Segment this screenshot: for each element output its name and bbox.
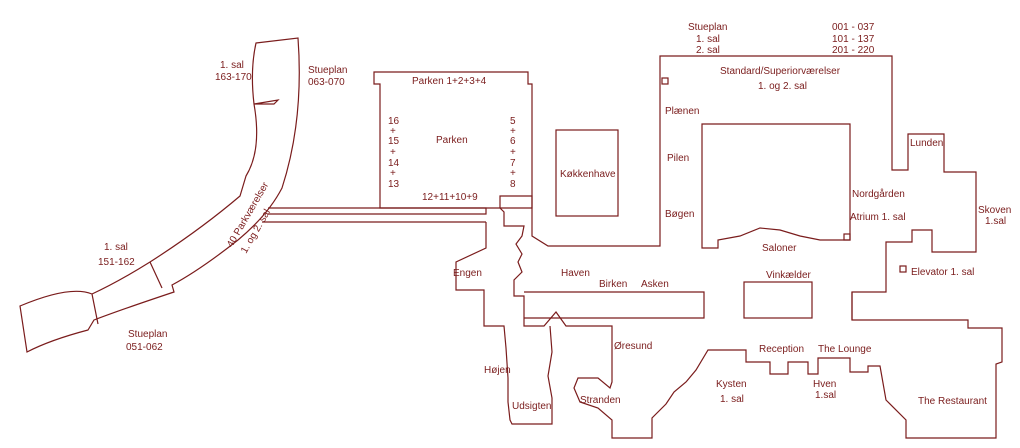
parken-right-number: 8 [510, 179, 516, 190]
parken-left-numbers: 16 + 15 + 14 + 13 [388, 116, 400, 190]
skoven-label[interactable]: Skoven [978, 205, 1011, 216]
vinkaelder-room[interactable] [743, 281, 813, 319]
park-wing-rooms-163-170: 163-170 [215, 72, 252, 83]
standard-title: Standard/Superiorværelser [720, 66, 841, 77]
parken-right-number: + [510, 126, 516, 137]
kokkenhave-label: Køkkenhave [560, 169, 616, 180]
kysten-label[interactable]: Kysten [716, 379, 747, 390]
hojen-label[interactable]: Højen [484, 365, 511, 376]
atrium-label[interactable]: Atrium 1. sal [850, 212, 906, 223]
park-wing-ground-bottom: Stueplan [128, 329, 167, 340]
inner-courtyard [701, 123, 851, 249]
park-wing-rooms-151-162: 151-162 [98, 257, 135, 268]
parken-bottom-numbers: 12+11+10+9 [422, 192, 478, 203]
parken-right-number: + [510, 168, 516, 179]
parken-right-number: 5 [510, 116, 516, 127]
birken-label[interactable]: Birken [599, 279, 627, 290]
pilen-label[interactable]: Pilen [667, 153, 689, 164]
elevator-label[interactable]: Elevator 1. sal [911, 267, 974, 278]
park-wing-connector [262, 207, 487, 223]
legend-range-2: 201 - 220 [832, 45, 875, 56]
park-wing-ground-top: Stueplan [308, 65, 347, 76]
parken-left-number: + [390, 147, 396, 158]
standard-floors: 1. og 2. sal [758, 81, 807, 92]
lunden-label[interactable]: Lunden [910, 138, 943, 149]
small-square-2 [843, 233, 851, 241]
park-wing-rooms-051-062: 051-062 [126, 342, 163, 353]
bogen-label[interactable]: Bøgen [665, 209, 694, 220]
asken-label[interactable]: Asken [641, 279, 669, 290]
reception-label[interactable]: Reception [759, 344, 804, 355]
engen-label[interactable]: Engen [453, 268, 482, 279]
stranden-label[interactable]: Stranden [580, 395, 621, 406]
parken-left-number: 16 [388, 116, 400, 127]
parken-right-number: 7 [510, 158, 516, 169]
park-wing-rooms-063-070: 063-070 [308, 77, 345, 88]
haven-label[interactable]: Haven [561, 268, 590, 279]
kokkenhave-room[interactable] [555, 129, 619, 217]
udsigten-label[interactable]: Udsigten [512, 401, 551, 412]
park-wing-outline [19, 37, 300, 353]
park-wing [19, 37, 487, 353]
skoven-floor: 1.sal [985, 216, 1006, 227]
vinkaelder-label: Vinkælder [766, 270, 812, 281]
parken-left-number: 13 [388, 179, 400, 190]
parken-left-number: 14 [388, 158, 400, 169]
parken-left-number: + [390, 126, 396, 137]
oresund-label[interactable]: Øresund [614, 341, 652, 352]
parken-right-numbers: 5 + 6 + 7 + 8 [510, 116, 516, 190]
park-wing-floor1-mid: 1. sal [104, 242, 128, 253]
the-restaurant-label[interactable]: The Restaurant [918, 396, 987, 407]
hven-floor: 1.sal [815, 390, 836, 401]
main-building [455, 55, 1003, 439]
small-square-1 [661, 77, 669, 85]
the-lounge-label[interactable]: The Lounge [818, 344, 872, 355]
parken-header: Parken 1+2+3+4 [412, 76, 487, 87]
legend-range-1: 101 - 137 [832, 34, 875, 45]
legend-floor-2: 2. sal [696, 45, 720, 56]
kysten-floor: 1. sal [720, 394, 744, 405]
parken-right-number: 6 [510, 136, 516, 147]
saloner-label[interactable]: Saloner [762, 243, 797, 254]
lower-left-outline [455, 222, 553, 425]
park-wing-floor1-top: 1. sal [220, 60, 244, 71]
parken-right-number: + [510, 147, 516, 158]
parken-title: Parken [436, 135, 468, 146]
plaenen-label[interactable]: Plænen [665, 106, 699, 117]
main-building-outline [499, 55, 1003, 439]
hven-label[interactable]: Hven [813, 379, 836, 390]
parken-left-number: + [390, 168, 396, 179]
small-square-3 [899, 265, 907, 273]
parken-room[interactable] [373, 71, 533, 209]
legend-floor-1: 1. sal [696, 34, 720, 45]
nordgaarden-label[interactable]: Nordgården [852, 188, 905, 200]
wing-divider [524, 291, 853, 320]
legend-floor-ground: Stueplan [688, 22, 727, 33]
legend-range-ground: 001 - 037 [832, 22, 875, 33]
parken-left-number: 15 [388, 136, 400, 147]
parken-outline [373, 71, 533, 209]
